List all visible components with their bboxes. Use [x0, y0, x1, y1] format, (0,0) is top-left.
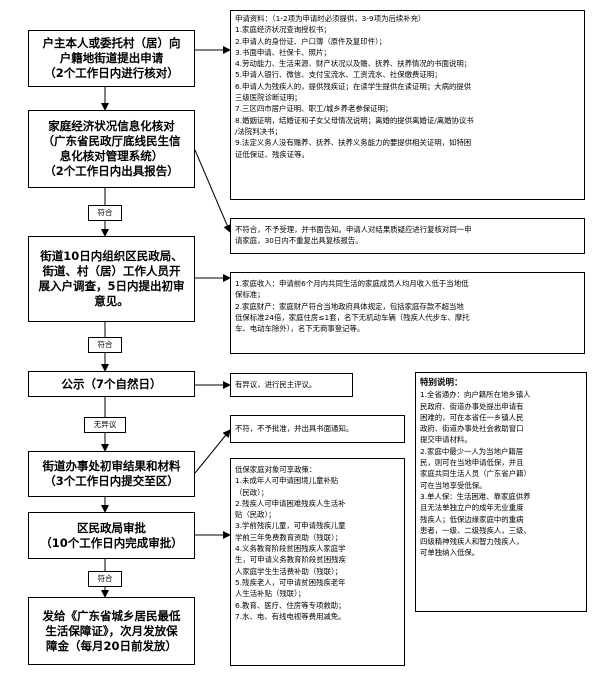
note-special-instructions: 特别说明： 1.全省通办：向户籍所在地乡镇人 民政府、街道办事处提出申请有 困难… — [415, 372, 587, 612]
step-verification: 家庭经济状况信息化核对 （广东省民政厅底线民生信 息化核对管理系统） （2个工作… — [28, 110, 195, 188]
note-special-line: 患者，一级、二级残疾人，三级、 — [420, 525, 531, 535]
step-verification-line-1: 家庭经济状况信息化核对 — [48, 119, 175, 133]
connector-pass-1: 符合 — [88, 205, 122, 221]
note-special-line: 民政府、街道办事处提出申请有 — [420, 401, 524, 411]
note-materials-line: /法院判决书； — [235, 126, 282, 136]
step-investigation-line-3: 展入户调查，5日内提出初审 — [38, 279, 185, 293]
note-materials-line: 6.申请人为残疾人的，提供残疾证；在读学生提供在读证明；大病的提供 — [235, 81, 472, 91]
note-targets-line: 3.学前残疾儿童，可申请残疾儿童 — [235, 521, 346, 531]
note-materials-line: 证低保证、残疾证等。 — [235, 149, 309, 159]
step-issue-certificate-line-2: 生活保障证》，次月发放保 — [45, 623, 178, 638]
note-targets-line: 生，可申请义务教育阶段贫困残疾 — [235, 555, 346, 565]
note-special-line: 2.家庭中最少一人为当地户籍居 — [420, 446, 524, 456]
note-reject-line: 请家庭，30日内不重复出具复核报告。 — [235, 236, 363, 246]
note-targets-line: 2.残疾人可申请困难残疾人生活补 — [235, 498, 346, 508]
note-targets-line: 贴（民政）； — [235, 510, 276, 520]
step-submit-results-line-2: （3个工作日内提交至区） — [44, 474, 179, 488]
step-verification-line-3: 息化核对管理系统） — [59, 149, 164, 163]
note-refuse-text: 不符，不予批准，并出具书面通知。 — [235, 424, 354, 433]
note-special-line: 残疾人；低保边缘家庭中的重病 — [420, 514, 524, 524]
note-materials-line: 5.申请人银行、微信、支付宝流水、工资流水、社保缴费证明； — [235, 70, 442, 80]
connector-pass-4: 符合 — [88, 571, 122, 587]
note-special-line: 可在当地享受低保。 — [420, 480, 487, 490]
note-targets-line: 1.未成年人可申请困境儿童补贴 — [235, 476, 339, 486]
note-criteria-line: 车、电动车除外），名下无商事登记等。 — [235, 324, 365, 334]
note-targets-line: 低保家庭对象可享政策： — [235, 465, 317, 474]
step-issue-certificate: 发给《广东省城乡居民最低 生活保障证》，次月发放保 障金（每月20日前发放） — [28, 597, 195, 665]
note-criteria: 1.家庭收入：申请前6个月内共同生活的家庭成员人均月收入低于当地低 保标准； 2… — [230, 272, 585, 354]
note-criteria-line: 2.家庭财产：家庭财产符合当地政府具体规定，包括家庭存款不超当地 — [235, 301, 464, 311]
note-special-line: 家庭共同生活人员（广东省户籍） — [420, 469, 531, 479]
note-materials-line: 3.书面申请、社保卡、照片； — [235, 47, 331, 57]
note-special-line: 民，则可在当地申请低保，并且 — [420, 458, 524, 468]
step-submit-results-line-1: 街道办事处初审结果和材料 — [42, 459, 181, 473]
note-policy-targets: 低保家庭对象可享政策： 1.未成年人可申请困境儿童补贴 （民政）； 2.残疾人可… — [230, 458, 405, 666]
step-apply-line-3: （2个工作日内进行核对） — [44, 66, 179, 80]
note-refuse: 不符，不予批准，并出具书面通知。 — [230, 415, 405, 443]
step-apply: 户主本人或委托村（居）向 户籍地街道提出申请 （2个工作日内进行核对） — [28, 30, 195, 87]
note-criteria-line: 1.家庭收入：申请前6个月内共同生活的家庭成员人均月收入低于当地低 — [235, 279, 469, 288]
step-investigation-line-2: 街道、村（居）工作人员开 — [42, 264, 181, 278]
note-targets-line: 人生活补贴（残联）； — [235, 589, 306, 599]
note-special-line: 可单独纳入低保。 — [420, 548, 480, 558]
note-special-line: 3.单人保：生活困难、靠家庭供养 — [420, 491, 531, 501]
note-targets-line: 人家庭学生生活费补助（残联）； — [235, 566, 343, 576]
step-investigation: 街道10日内组织区民政局、 街道、村（居）工作人员开 展入户调查，5日内提出初审… — [28, 236, 195, 322]
note-special-line: 1.全省通办：向户籍所在地乡镇人 — [420, 390, 531, 400]
step-apply-line-1: 户主本人或委托村（居）向 — [42, 36, 181, 50]
note-special-title: 特别说明： — [420, 378, 463, 388]
note-materials-line: 7.三区四市居户证明、职工/城乡养老参保证明； — [235, 104, 393, 114]
step-issue-certificate-line-1: 发给《广东省城乡居民最低 — [42, 608, 181, 623]
note-special-line: 政府、街道办事处社会救助窗口 — [420, 424, 524, 434]
step-verification-line-4: （2个工作日内出具报告） — [44, 164, 179, 178]
step-publicity: 公示（7个自然日） — [28, 371, 195, 397]
step-approval: 区民政局审批 （10个工作日内完成审批） — [28, 512, 195, 559]
note-objection: 有异议，进行民主评议。 — [230, 373, 353, 397]
step-verification-line-2: （广东省民政厅底线民生信 — [42, 134, 181, 148]
connector-no-objection: 无异议 — [84, 417, 126, 433]
step-publicity-line-1: 公示（7个自然日） — [61, 376, 162, 391]
note-reject: 不符合，不予受理，并书面告知。申请人对结果质疑应进行复核对同一申 请家庭，30日… — [230, 218, 585, 254]
note-special-line: 困难的，可在本省任一乡镇人民 — [420, 412, 524, 422]
note-materials-line: 4.劳动能力、生活来源、财产状况以及赡、抚养、扶养情况的书面说明； — [235, 59, 472, 69]
note-criteria-line: 保标准； — [235, 290, 265, 300]
note-special-line: 且无法单独立户的成年无业重度 — [420, 503, 524, 513]
note-criteria-line: 低保标准24倍，家庭住房≤1套，名下无机动车辆（残疾人代步车、摩托 — [235, 312, 470, 322]
step-approval-line-2: （10个工作日内完成审批） — [40, 535, 183, 550]
note-materials-line: 9.法定义务人没有赡养、抚养、扶养义务能力的要提供相关证明，如特困 — [235, 138, 472, 148]
step-issue-certificate-line-3: 障金（每月20日前发放） — [45, 638, 177, 653]
note-targets-line: 学前三年免费教育资助（残联）； — [235, 532, 343, 542]
note-reject-line: 不符合，不予受理，并书面告知。申请人对结果质疑应进行复核对同一申 — [235, 225, 472, 234]
step-approval-line-1: 区民政局审批 — [77, 520, 146, 535]
step-investigation-line-1: 街道10日内组织区民政局、 — [40, 249, 183, 263]
connector-pass-2: 符合 — [88, 337, 122, 353]
step-apply-line-2: 户籍地街道提出申请 — [59, 51, 164, 65]
step-investigation-line-4: 意见。 — [94, 294, 129, 308]
note-special-line: 提交申请材料。 — [420, 435, 472, 445]
note-materials-line: 三级医院诊断证明； — [235, 93, 302, 103]
note-materials-line: 8.婚姻证明，结婚证和子女父母情况说明；离婚的提供离婚证/离婚协议书 — [235, 115, 474, 125]
note-targets-line: （民政）； — [235, 487, 269, 497]
note-materials-line: 申请资料：（1-2项为申请时必须提供，3-9项为后续补充） — [235, 14, 426, 23]
note-materials-line: 1.家庭经济状况查询授权书； — [235, 25, 331, 35]
note-targets-line: 4.义务教育阶段贫困残疾人家庭学 — [235, 544, 346, 554]
note-objection-text: 有异议，进行民主评议。 — [235, 380, 317, 389]
note-materials-line: 2.申请人的身份证、户口簿（原件及复印件）； — [235, 36, 387, 46]
step-submit-results: 街道办事处初审结果和材料 （3个工作日内提交至区） — [28, 451, 195, 497]
note-materials: 申请资料：（1-2项为申请时必须提供，3-9项为后续补充） 1.家庭经济状况查询… — [230, 10, 585, 200]
note-special-line: 四级精神残疾人和智力残疾人， — [420, 537, 524, 547]
note-targets-line: 6.教育、医疗、住房等专项救助； — [235, 600, 346, 610]
note-targets-line: 5.残疾老人，可申请贫困残疾老年 — [235, 577, 346, 587]
note-targets-line: 7.水、电、有线电视等费用减免。 — [235, 611, 346, 621]
